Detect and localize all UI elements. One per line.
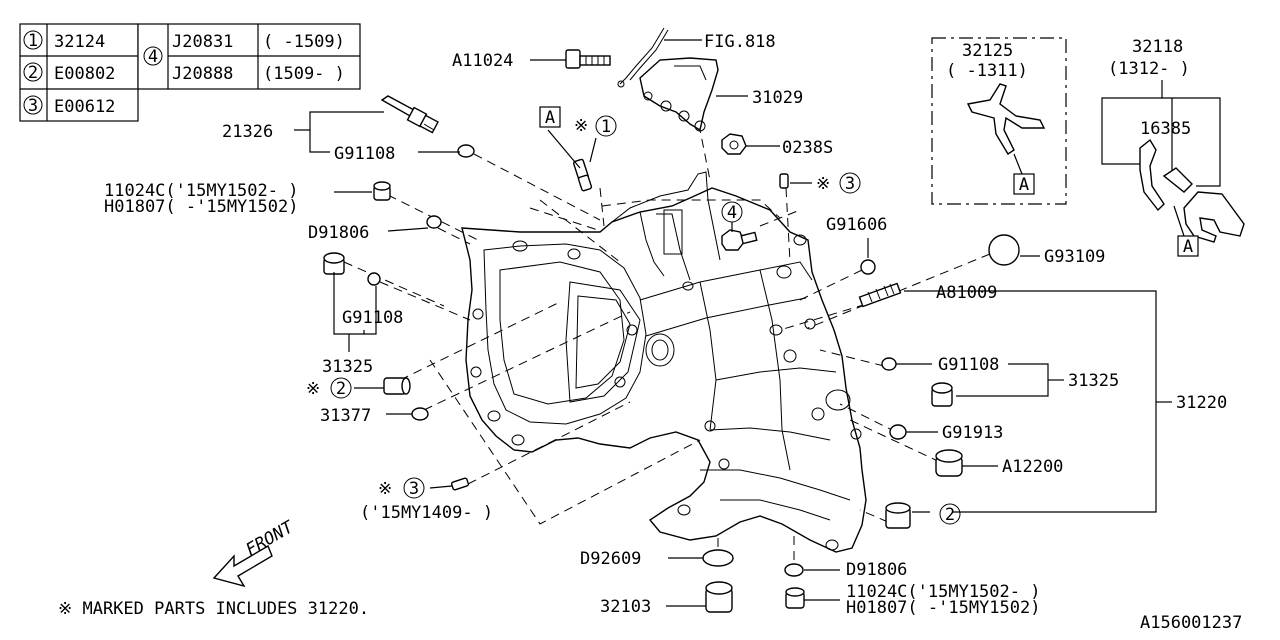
label-d91806-bottom[interactable]: D91806 (846, 560, 907, 580)
washer-d91806-bottom[interactable] (784, 563, 804, 577)
ref-circle-2-right: 2 (945, 505, 955, 525)
oring-31377[interactable] (411, 407, 429, 421)
inset-32125: 32125 ( -1311) A (931, 37, 1067, 205)
transmission-case-drawing (461, 171, 867, 553)
washer-g91108-top[interactable] (457, 144, 475, 158)
label-31029[interactable]: 31029 (752, 88, 803, 108)
hose-16385[interactable] (1183, 191, 1245, 243)
plug-a12200[interactable] (935, 449, 963, 477)
plug-31325-right[interactable] (931, 382, 953, 407)
plug-31325-left[interactable] (323, 252, 345, 275)
legend-group-range-1: ( -1509) (263, 32, 345, 52)
sleeve-ref2-right[interactable] (885, 502, 911, 529)
bracket-31029[interactable] (617, 27, 719, 132)
legend-group-part-1[interactable]: J20831 (172, 32, 233, 52)
marker-a-main[interactable]: A (545, 108, 555, 128)
label-31377[interactable]: 31377 (320, 406, 371, 426)
star-mark-ref2: ※ (306, 379, 320, 399)
legend-part-3[interactable]: E00612 (54, 97, 115, 117)
legend-part-2[interactable]: E00802 (54, 64, 115, 84)
label-fig818[interactable]: FIG.818 (704, 32, 776, 52)
label-31220[interactable]: 31220 (1176, 393, 1227, 413)
inset-32118: 32118 (1312- ) 16385 A (1101, 37, 1245, 257)
label-21326[interactable]: 21326 (222, 122, 273, 142)
small-parts (323, 27, 1020, 613)
ref-circle-3-top: 3 (845, 174, 855, 194)
switch-21326[interactable] (380, 95, 439, 134)
legend-group-num: 4 (148, 47, 158, 67)
legend-num-3: 3 (28, 96, 38, 116)
ring-g93109[interactable] (988, 234, 1020, 266)
label-a81009[interactable]: A81009 (936, 283, 997, 303)
washer-g91913[interactable] (889, 424, 907, 440)
alignment-lines (343, 79, 991, 562)
washer-d92609[interactable] (702, 549, 734, 567)
ref-circle-1: 1 (601, 117, 611, 137)
label-g91606[interactable]: G91606 (826, 215, 887, 235)
marker-a-inset-left[interactable]: A (1019, 175, 1029, 195)
legend-table: 1 32124 2 E00802 3 E00612 4 J20831 ( -15… (19, 23, 361, 122)
case-bosses (470, 234, 862, 551)
transmission-case-outline (461, 187, 867, 553)
label-31325-left[interactable]: 31325 (322, 357, 373, 377)
bolt-ref4[interactable] (721, 229, 758, 251)
label-0238s[interactable]: 0238S (782, 138, 833, 158)
star-mark-ref3-lower: ※ (378, 479, 392, 499)
pin-ref3-top[interactable] (779, 173, 789, 189)
diagram-id: A156001237 (1140, 613, 1242, 633)
label-15my1409: ('15MY1409- ) (360, 503, 493, 523)
inset-32118-part[interactable]: 32118 (1132, 37, 1183, 57)
inset-32118-subpart[interactable]: 16385 (1140, 119, 1191, 139)
washer-g91108-right[interactable] (881, 357, 897, 371)
washer-g91108-left[interactable] (367, 272, 381, 286)
inset-32118-range: (1312- ) (1108, 59, 1190, 79)
hose-32125[interactable] (966, 83, 1046, 155)
washer-g91606[interactable] (860, 259, 876, 275)
label-g91913[interactable]: G91913 (942, 423, 1003, 443)
marker-a-inset-right[interactable]: A (1183, 237, 1193, 257)
plug-11024c-bottom[interactable] (785, 587, 805, 609)
legend-group-range-2: (1509- ) (263, 64, 345, 84)
stud-a81009[interactable] (858, 282, 902, 308)
label-g93109[interactable]: G93109 (1044, 247, 1105, 267)
footnote: ※ MARKED PARTS INCLUDES 31220. (58, 599, 369, 619)
ref-circle-2-left: 2 (336, 379, 346, 399)
label-11024c-top[interactable]: 11024C('15MY1502- ) (104, 181, 298, 201)
legend-num-2: 2 (28, 63, 38, 83)
plug-32103[interactable] (705, 581, 733, 613)
label-d92609[interactable]: D92609 (580, 549, 641, 569)
label-h01807-top[interactable]: H01807( -'15MY1502) (104, 197, 298, 217)
label-31325-right[interactable]: 31325 (1068, 371, 1119, 391)
label-g91108-top[interactable]: G91108 (334, 144, 395, 164)
inset-32125-part[interactable]: 32125 (962, 41, 1013, 61)
sleeve-ref2-left[interactable] (383, 377, 411, 395)
label-g91108-left[interactable]: G91108 (342, 308, 403, 328)
legend-group-part-2[interactable]: J20888 (172, 64, 233, 84)
label-a12200[interactable]: A12200 (1002, 457, 1063, 477)
star-mark-ref3-top: ※ (816, 174, 830, 194)
label-32103[interactable]: 32103 (600, 597, 651, 617)
label-a11024[interactable]: A11024 (452, 51, 513, 71)
hose-32118[interactable] (1139, 138, 1165, 212)
plug-11024c-top[interactable] (373, 181, 391, 201)
legend-part-1[interactable]: 32124 (54, 32, 105, 52)
ref-circle-3-lower: 3 (409, 479, 419, 499)
nut-0238s[interactable] (721, 133, 747, 155)
ref-circle-4: 4 (727, 203, 737, 223)
bolt-a11024[interactable] (565, 49, 611, 69)
front-arrow: FRONT (212, 517, 298, 588)
callout-labels: A11024 FIG.818 31029 0238S 21326 G91108 … (104, 32, 1227, 618)
pin-ref3-lower[interactable] (450, 477, 470, 491)
legend-num-1: 1 (28, 31, 38, 51)
label-11024c-bottom[interactable]: 11024C('15MY1502- ) (846, 582, 1040, 602)
label-g91108-right[interactable]: G91108 (938, 355, 999, 375)
star-mark-ref1: ※ (574, 116, 588, 136)
label-d91806-left[interactable]: D91806 (308, 223, 369, 243)
inset-32125-range: ( -1311) (946, 61, 1028, 81)
leader-lines (294, 39, 1172, 607)
washer-d91806-left[interactable] (426, 215, 442, 229)
label-h01807-bottom[interactable]: H01807( -'15MY1502) (846, 598, 1040, 618)
front-arrow-icon (212, 544, 273, 588)
